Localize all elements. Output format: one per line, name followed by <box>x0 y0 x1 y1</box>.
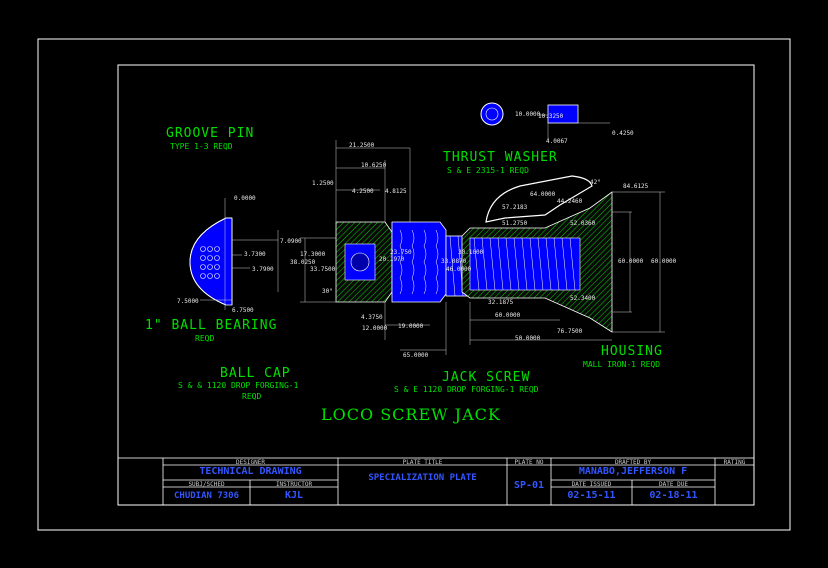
dim-label: 60.0000 <box>495 312 521 319</box>
dim-label: 3.7300 <box>244 251 266 258</box>
dim-label: 17.3000 <box>300 251 326 258</box>
dim-label: 57.2183 <box>502 204 528 211</box>
drawing-title: LOCO SCREW JACK <box>321 405 501 424</box>
dim-label: 0.4250 <box>612 130 634 137</box>
tb-drafted-by-value: MANABO,JEFFERSON F <box>578 466 688 477</box>
dim-label: 0.0000 <box>234 195 256 202</box>
tb-subject-header: SUBJ/SCHED <box>188 481 225 488</box>
dim-label: 10.0000 <box>515 111 541 118</box>
dim-label: 10.3250 <box>538 113 564 120</box>
dim-label: 84.6125 <box>623 183 649 190</box>
dim-label: 42° <box>590 179 601 186</box>
tb-date-issued-header: DATE ISSUED <box>571 481 612 488</box>
dim-label: 33.0870 <box>441 258 467 265</box>
dim-label: 65.0000 <box>403 352 429 359</box>
dim-label: 1.2500 <box>312 180 334 187</box>
title-block-frame <box>117 457 755 506</box>
dim-label: 4.0067 <box>546 138 568 145</box>
ball-cap-drawing <box>189 198 279 310</box>
dim-label: 52.0360 <box>570 220 596 227</box>
housing-drawing <box>461 191 665 345</box>
dim-label: 4.2500 <box>352 188 374 195</box>
groove-pin-label: GROOVE PIN <box>166 126 255 141</box>
thrust-washer-drawing <box>485 175 593 223</box>
tb-date-issued-value: 02-15-11 <box>567 490 616 501</box>
tb-subject-value: CHUDIAN 7306 <box>173 491 240 501</box>
tb-date-due-header: DATE DUE <box>659 481 688 488</box>
dim-label: 46.0000 <box>446 266 472 273</box>
ball-bearing-label: 1" BALL BEARING <box>145 318 278 333</box>
tb-designer-header: DESIGNER <box>236 459 265 466</box>
groove-pin-spec: TYPE 1-3 REQD <box>170 142 233 151</box>
dim-label: 4.3750 <box>361 314 383 321</box>
tb-rating-header: RATING <box>723 459 746 466</box>
dim-label: 7.0900 <box>280 238 302 245</box>
tb-plate-no-header: PLATE NO <box>514 459 544 466</box>
housing-label: HOUSING <box>601 344 663 359</box>
tb-plate-no-value: SP-01 <box>513 480 545 491</box>
dim-label: 38.0250 <box>290 259 316 266</box>
dim-label: 4.8125 <box>385 188 407 195</box>
dim-label: 7.5000 <box>177 298 199 305</box>
dim-label: 60.0000 <box>618 258 644 265</box>
jack-screw-spec: S & E 1120 DROP FORGING-1 REQD <box>394 385 539 394</box>
tb-designer-value: TECHNICAL DRAWING <box>199 466 302 477</box>
ball-bearing-spec: REQD <box>195 334 215 343</box>
dim-label: 19.0000 <box>398 323 424 330</box>
ball-cap-spec: S & & 1120 DROP FORGING-1 <box>178 381 299 390</box>
tb-plate-title-value: SPECIALIZATION PLATE <box>368 473 477 483</box>
jack-screw-label: JACK SCREW <box>442 370 531 385</box>
dim-label: 10.6250 <box>361 162 387 169</box>
dim-label: 51.2750 <box>502 220 528 227</box>
dim-label: 30° <box>322 288 333 295</box>
tb-drafted-by-header: DRAFTED BY <box>614 459 652 466</box>
housing-spec: MALL IRON-1 REQD <box>583 360 661 369</box>
dim-label: 12.0000 <box>362 325 388 332</box>
dim-label: 32.1875 <box>488 299 514 306</box>
tb-date-due-value: 02-18-11 <box>649 490 698 501</box>
dim-label: 64.0000 <box>530 191 556 198</box>
dim-label: 30.1000 <box>458 249 484 256</box>
ball-cap-label: BALL CAP <box>220 366 291 381</box>
dim-label: 60.0000 <box>651 258 677 265</box>
dim-label: 23.750 <box>390 249 412 256</box>
dim-label: 20.1970 <box>379 256 405 263</box>
tb-instructor-value: KJL <box>284 490 304 501</box>
dim-label: 3.7900 <box>252 266 274 273</box>
dim-label: 6.7500 <box>232 307 254 314</box>
dim-label: 50.0000 <box>515 335 541 342</box>
groove-pin-drawing <box>480 102 610 140</box>
ball-cap-spec-2: REQD <box>242 392 262 401</box>
dim-label: 76.7500 <box>557 328 583 335</box>
tb-plate-title-header: PLATE TITLE <box>402 459 443 466</box>
thrust-washer-label: THRUST WASHER <box>443 150 558 165</box>
thrust-washer-spec: S & E 2315-1 REQD <box>447 166 529 175</box>
tb-instructor-header: INSTRUCTOR <box>275 481 313 488</box>
outer-border <box>37 38 791 531</box>
dim-label: 52.3400 <box>570 295 596 302</box>
dim-label: 44.2460 <box>557 198 583 205</box>
dim-label: 33.7500 <box>310 266 336 273</box>
dim-label: 21.2500 <box>349 142 375 149</box>
